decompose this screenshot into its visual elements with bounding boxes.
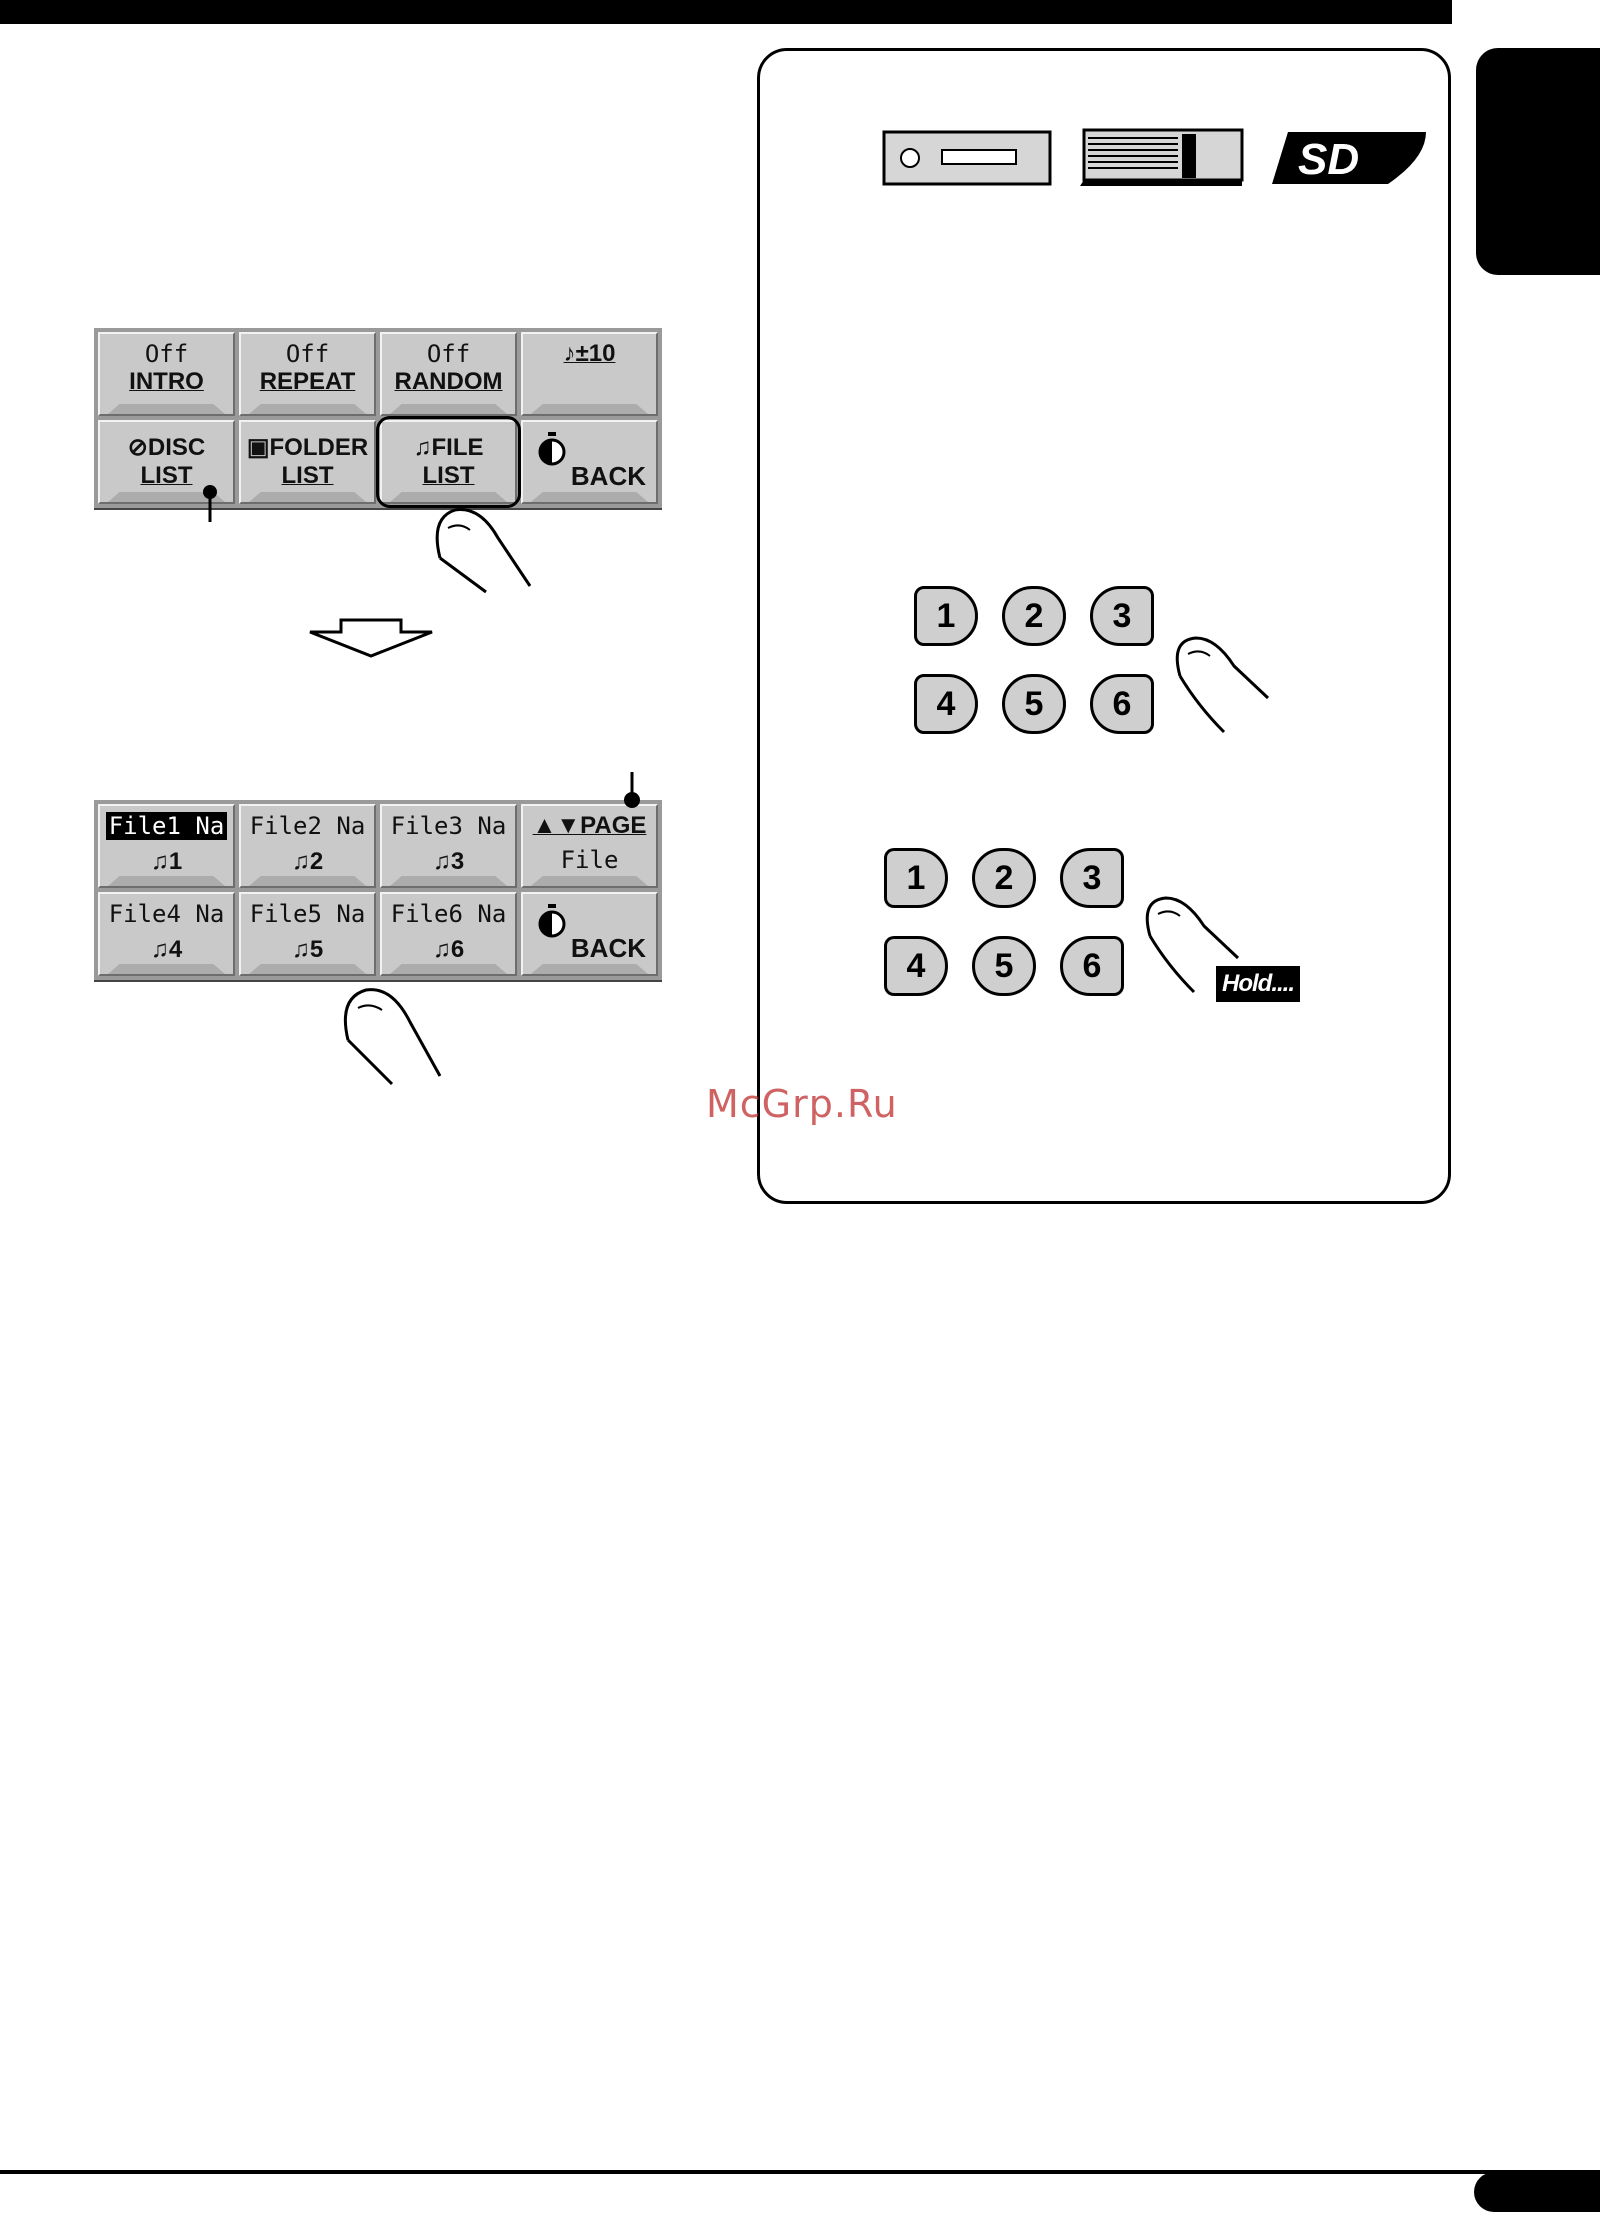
preset-1-button[interactable]: 1 — [884, 848, 948, 908]
back-label-2: BACK — [571, 933, 646, 964]
random-button[interactable]: Off RANDOM — [380, 332, 517, 416]
back-button-2[interactable]: BACK — [521, 892, 658, 976]
file-4-name: File4 Na — [100, 900, 233, 928]
file-1-button[interactable]: File1 Na ♫1 — [98, 804, 235, 888]
intro-state: Off — [100, 340, 233, 368]
preset-1-button[interactable]: 1 — [914, 586, 978, 646]
file-6-button[interactable]: File6 Na ♫6 — [380, 892, 517, 976]
stopwatch-icon — [537, 432, 567, 466]
repeat-label: REPEAT — [241, 368, 374, 396]
file-3-name: File3 Na — [382, 812, 515, 840]
watermark: McGrp.Ru — [706, 1082, 898, 1126]
file-6-number: ♫6 — [382, 936, 515, 964]
hold-badge: Hold.... — [1216, 966, 1300, 1002]
keypad-preset: 1 2 3 4 5 6 — [914, 586, 1154, 736]
finger-pointer-icon — [1168, 636, 1278, 736]
skip-10-button[interactable]: ♪±10 — [521, 332, 658, 416]
folder-list-label: ▣FOLDER — [241, 434, 374, 462]
file-3-button[interactable]: File3 Na ♫3 — [380, 804, 517, 888]
selection-ring — [376, 416, 521, 508]
file-4-button[interactable]: File4 Na ♫4 — [98, 892, 235, 976]
preset-2-button[interactable]: 2 — [972, 848, 1036, 908]
file-4-number: ♫4 — [100, 936, 233, 964]
preset-6-button[interactable]: 6 — [1090, 674, 1154, 734]
language-tab — [1476, 48, 1600, 275]
finger-pointer-icon — [420, 498, 540, 598]
disc-list-label: ⊘DISC — [100, 434, 233, 462]
callout-page — [620, 772, 644, 812]
stopwatch-icon — [537, 904, 567, 938]
file-5-button[interactable]: File5 Na ♫5 — [239, 892, 376, 976]
finger-pointer-icon — [330, 980, 450, 1090]
page-sub: File — [523, 846, 656, 874]
preset-5-button[interactable]: 5 — [972, 936, 1036, 996]
bottom-rule — [0, 2170, 1600, 2174]
keypad-preset-hold: 1 2 3 4 5 6 — [884, 848, 1124, 998]
preset-3-button[interactable]: 3 — [1060, 848, 1124, 908]
folder-list-sub: LIST — [241, 462, 374, 490]
preset-4-button[interactable]: 4 — [914, 674, 978, 734]
page-button[interactable]: ▲▼PAGE File — [521, 804, 658, 888]
down-arrow-icon — [306, 618, 436, 658]
preset-6-button[interactable]: 6 — [1060, 936, 1124, 996]
preset-3-button[interactable]: 3 — [1090, 586, 1154, 646]
file-list-button[interactable]: ♫FILE LIST — [380, 420, 517, 504]
file-2-number: ♫2 — [241, 848, 374, 876]
file-1-number: ♫1 — [100, 848, 233, 876]
page-number-tab — [1474, 2172, 1600, 2212]
random-label: RANDOM — [382, 368, 515, 396]
back-button[interactable]: BACK — [521, 420, 658, 504]
callout-disc — [200, 482, 220, 522]
preset-2-button[interactable]: 2 — [1002, 586, 1066, 646]
folder-list-button[interactable]: ▣FOLDER LIST — [239, 420, 376, 504]
sd-logo-text: SD — [1298, 135, 1359, 184]
top-bar — [0, 0, 1452, 24]
file-3-number: ♫3 — [382, 848, 515, 876]
cd-changer-icon — [1078, 128, 1246, 188]
skip-10-label: ♪±10 — [523, 340, 656, 368]
intro-label: INTRO — [100, 368, 233, 396]
preset-4-button[interactable]: 4 — [884, 936, 948, 996]
cd-player-icon — [882, 130, 1052, 186]
repeat-button[interactable]: Off REPEAT — [239, 332, 376, 416]
file-5-name: File5 Na — [241, 900, 374, 928]
file-1-name: File1 Na — [106, 812, 228, 840]
intro-button[interactable]: Off INTRO — [98, 332, 235, 416]
preset-5-button[interactable]: 5 — [1002, 674, 1066, 734]
random-state: Off — [382, 340, 515, 368]
file-2-name: File2 Na — [241, 812, 374, 840]
touch-panel-file-list: File1 Na ♫1 File2 Na ♫2 File3 Na ♫3 ▲▼PA… — [94, 800, 662, 982]
sd-card-logo: SD — [1268, 128, 1428, 188]
touch-panel-menu: Off INTRO Off REPEAT Off RANDOM ♪±10 ⊘DI… — [94, 328, 662, 510]
repeat-state: Off — [241, 340, 374, 368]
file-6-name: File6 Na — [382, 900, 515, 928]
back-label: BACK — [571, 461, 646, 492]
page-label: ▲▼PAGE — [523, 812, 656, 840]
file-2-button[interactable]: File2 Na ♫2 — [239, 804, 376, 888]
file-5-number: ♫5 — [241, 936, 374, 964]
